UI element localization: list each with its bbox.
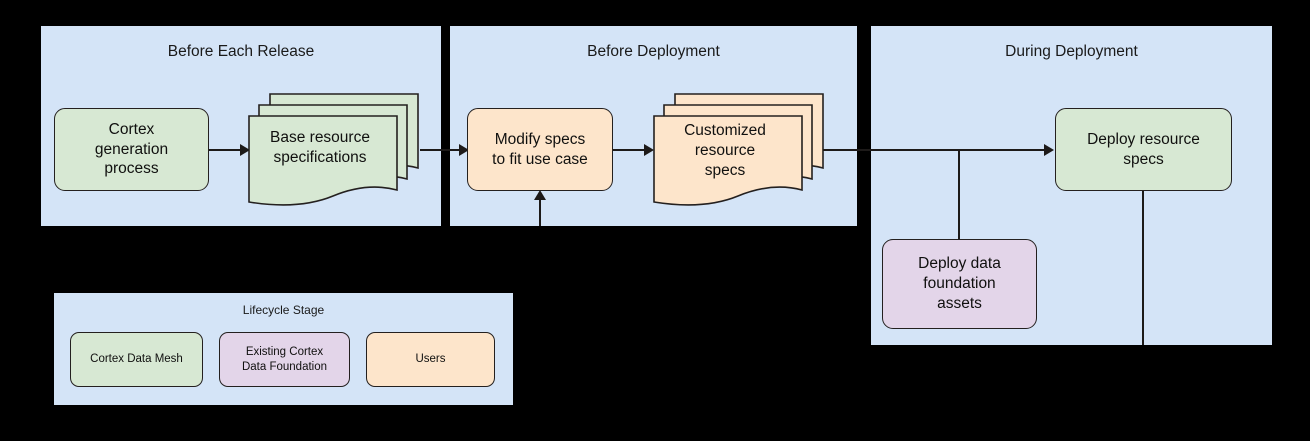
node-cortex-generation-process[interactable]: Cortex generation process — [54, 108, 209, 191]
node-deploy-resource-specs[interactable]: Deploy resource specs — [1055, 108, 1232, 191]
panel-title-before-deployment: Before Deployment — [587, 43, 720, 60]
edge-branch-to-datafoundation — [958, 149, 960, 239]
legend-item-label: Users — [415, 353, 446, 366]
node-base-resource-specifications[interactable]: Base resource specifications — [248, 88, 440, 208]
node-customized-resource-specs[interactable]: Customized resource specs — [653, 88, 845, 208]
arrowhead-deployspecs — [1044, 143, 1054, 156]
legend-item-users[interactable]: Users — [366, 332, 495, 387]
node-label: Deploy resource specs — [1087, 130, 1200, 168]
edge-cortexgen-to-basespecs — [209, 149, 242, 151]
legend-title: Lifecycle Stage — [242, 303, 325, 317]
panel-title-during-deployment: During Deployment — [1005, 43, 1138, 60]
legend-item-label: Cortex Data Mesh — [90, 353, 183, 366]
arrowhead-basespecs — [240, 143, 250, 156]
node-label: Modify specs to fit use case — [492, 130, 588, 168]
edge-basespecs-to-modifyspecs — [420, 149, 461, 151]
edge-customizedspecs-to-deployspecs — [823, 149, 1047, 151]
node-label: Deploy data foundation assets — [918, 255, 1001, 312]
node-deploy-data-foundation-assets[interactable]: Deploy data foundation assets — [882, 239, 1037, 329]
arrowhead-modifyspecs-bottom — [533, 190, 546, 200]
edge-modifyspecs-to-customizedspecs — [613, 149, 646, 151]
arrowhead-customizedspecs — [644, 143, 654, 156]
edge-feedback-into-modifyspecs — [539, 198, 541, 226]
legend-item-existing-cortex-data-foundation[interactable]: Existing Cortex Data Foundation — [219, 332, 350, 387]
node-label: Cortex generation process — [94, 120, 169, 178]
panel-title-before-each-release: Before Each Release — [167, 43, 315, 60]
arrowhead-modifyspecs — [459, 143, 469, 156]
legend-item-label: Existing Cortex Data Foundation — [241, 346, 328, 373]
node-modify-specs-to-fit-use-case[interactable]: Modify specs to fit use case — [467, 108, 613, 191]
edge-deployspecs-downward — [1142, 191, 1144, 345]
legend-item-cortex-data-mesh[interactable]: Cortex Data Mesh — [70, 332, 203, 387]
